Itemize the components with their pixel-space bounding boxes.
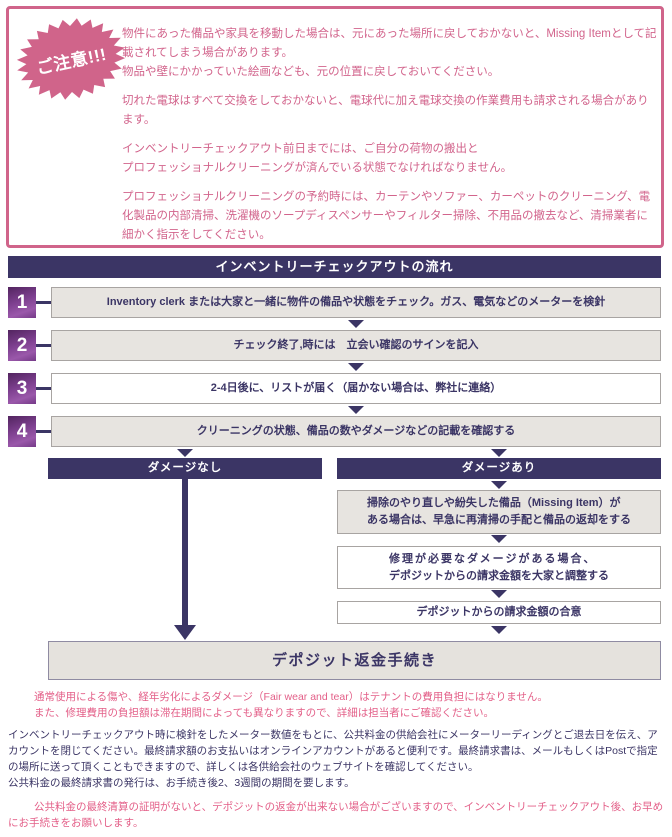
damage-step-2-line-1: 修理が必要なダメージがある場合、 <box>389 553 597 565</box>
notice-box: ご注意!!! 物件にあった備品や家具を移動した場合は、元にあった場所に戻しておか… <box>6 6 664 248</box>
flow-title-bar: インベントリーチェックアウトの流れ <box>8 256 661 278</box>
arrow-down-icon <box>348 406 364 414</box>
step-connector-1 <box>36 301 51 304</box>
damage-step-2-line-2: デポジットからの請求金額を大家と調整する <box>389 570 609 582</box>
arrow-down-icon <box>348 363 364 371</box>
notice-paragraph-2: 切れた電球はすべて交換をしておかないと、電球代に加え電球交換の作業費用も請求され… <box>122 95 649 126</box>
no-damage-flow-line <box>182 479 188 625</box>
damage-step-box-3: デポジットからの請求金額の合意 <box>337 601 661 624</box>
arrow-down-icon <box>491 590 507 598</box>
damage-step-box-1: 掃除のやり直しや紛失した備品（Missing Item）が ある場合は、早急に再… <box>337 490 661 534</box>
step-connector-4 <box>36 430 51 433</box>
attention-badge-label: ご注意!!! <box>34 44 109 78</box>
footer-note-utilities: インベントリーチェックアウト時に検針をしたメーター数値をもとに、公共料金の供給会… <box>8 729 658 789</box>
damage-step-3-line-1: デポジットからの請求金額の合意 <box>416 606 582 618</box>
notice-paragraph-1: 物件にあった備品や家具を移動した場合は、元にあった場所に戻しておかないと、Mis… <box>122 28 657 78</box>
branch-no-damage-bar: ダメージなし <box>48 458 322 479</box>
starburst-icon <box>16 18 126 100</box>
footer-note-fair-wear: 通常使用による傷や、経年劣化によるダメージ（Fair wear and tear… <box>34 691 548 719</box>
step-connector-2 <box>36 344 51 347</box>
step-number-3: 3 <box>8 373 36 404</box>
step-connector-3 <box>36 387 51 390</box>
arrow-head-icon <box>174 625 196 640</box>
step-box-1: Inventory clerk または大家と一緒に物件の備品や状態をチェック。ガ… <box>51 287 661 318</box>
damage-step-1-line-1: 掃除のやり直しや紛失した備品（Missing Item）が <box>367 497 621 509</box>
step-number-1: 1 <box>8 287 36 318</box>
step-box-2: チェック終了,時には 立会い確認のサインを記入 <box>51 330 661 361</box>
step-number-2: 2 <box>8 330 36 361</box>
arrow-down-icon <box>491 535 507 543</box>
attention-badge: ご注意!!! <box>7 6 134 111</box>
arrow-down-icon <box>491 449 507 457</box>
arrow-down-icon <box>348 320 364 328</box>
arrow-down-icon <box>491 481 507 489</box>
step-number-4: 4 <box>8 416 36 447</box>
arrow-down-icon <box>491 626 507 634</box>
damage-step-box-2: 修理が必要なダメージがある場合、 デポジットからの請求金額を大家と調整する <box>337 546 661 589</box>
footer-note-final-settlement: 公共料金の最終清算の証明がないと、デポジットの返金が出来ない場合がございますので… <box>8 801 664 829</box>
step-box-4: クリーニングの状態、備品の数やダメージなどの記載を確認する <box>51 416 661 447</box>
flow-title: インベントリーチェックアウトの流れ <box>215 259 454 274</box>
branch-damage-bar: ダメージあり <box>337 458 661 479</box>
damage-step-1-line-2: ある場合は、早急に再清掃の手配と備品の返却をする <box>367 514 631 526</box>
notice-paragraphs: 物件にあった備品や家具を移動した場合は、元にあった場所に戻しておかないと、Mis… <box>122 25 658 255</box>
deposit-refund-box: デポジット返金手続き <box>48 641 661 680</box>
arrow-down-icon <box>177 449 193 457</box>
step-box-3: 2-4日後に、リストが届く（届かない場合は、弊社に連絡） <box>51 373 661 404</box>
notice-paragraph-4: プロフェッショナルクリーニングの予約時には、カーテンやソファー、カーペットのクリ… <box>122 191 651 241</box>
notice-paragraph-3: インベントリーチェックアウト前日までには、ご自分の荷物の搬出と プロフェッショナ… <box>122 143 513 174</box>
